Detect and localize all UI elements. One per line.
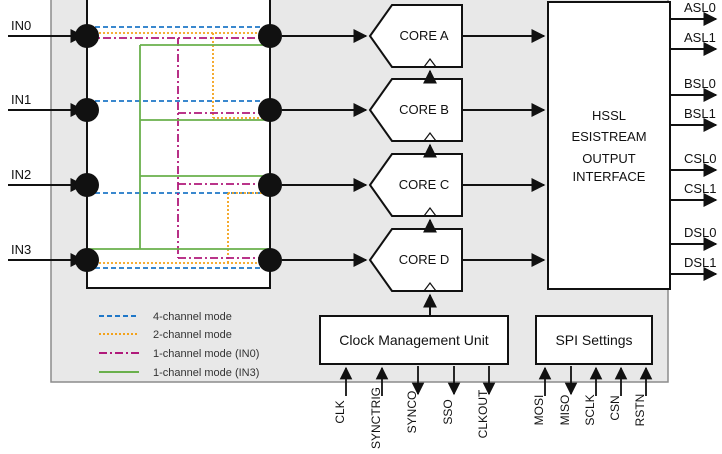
output-arrows	[670, 12, 718, 281]
pin-miso: MISO	[558, 395, 572, 426]
output-label-dsl0: DSL0	[684, 225, 717, 240]
core-a-label: CORE A	[399, 28, 448, 43]
spi-pin-arrows	[538, 366, 653, 396]
legend-label-1ch-in0: 1-channel mode (IN0)	[153, 348, 259, 360]
core-d: CORE D	[368, 228, 463, 292]
core-d-label: CORE D	[399, 252, 450, 267]
pin-synctrig: SYNCTRIG	[369, 387, 383, 449]
core-to-interface-arrows	[462, 29, 546, 267]
output-label-bsl1: BSL1	[684, 106, 716, 121]
pin-synco: SYNCO	[405, 391, 419, 434]
pin-csn: CSN	[608, 395, 622, 420]
input-label-in3: IN3	[11, 242, 31, 257]
legend-label-2ch: 2-channel mode	[153, 329, 232, 341]
clock-pin-arrows	[339, 366, 496, 396]
output-label-dsl1: DSL1	[684, 255, 717, 270]
routing-2-channel	[87, 32, 270, 264]
pin-rstn: RSTN	[633, 394, 647, 427]
junction-dots	[75, 24, 282, 272]
core-b-label: CORE B	[399, 102, 449, 117]
output-label-asl1: ASL1	[684, 30, 716, 45]
pin-sso: SSO	[441, 399, 455, 424]
routing-1-channel-in0	[87, 37, 270, 259]
output-label-bsl0: BSL0	[684, 76, 716, 91]
input-label-in1: IN1	[11, 92, 31, 107]
clock-management-unit	[319, 315, 509, 365]
interface-line-3: OUTPUT	[582, 151, 636, 166]
interface-line-2: ESISTREAM	[571, 129, 646, 144]
output-label-asl0: ASL0	[684, 0, 716, 15]
spi-settings-block	[535, 315, 653, 365]
routing-1-channel-in3	[87, 44, 270, 250]
core-a: CORE A	[368, 4, 463, 68]
input-label-in2: IN2	[11, 167, 31, 182]
output-label-csl1: CSL1	[684, 181, 717, 196]
core-c-label: CORE C	[399, 177, 450, 192]
clock-management-label: Clock Management Unit	[339, 332, 489, 348]
input-label-in0: IN0	[11, 18, 31, 33]
legend-label-1ch-in3: 1-channel mode (IN3)	[153, 367, 259, 379]
crossbar-to-core-arrows	[282, 29, 368, 267]
interface-line-4: INTERFACE	[573, 169, 646, 184]
input-crossbar	[86, 0, 271, 289]
hssl-interface-block	[547, 1, 671, 290]
input-arrows	[8, 29, 85, 267]
pin-mosi: MOSI	[532, 395, 546, 426]
pin-clk: CLK	[333, 400, 347, 423]
legend: 4-channel mode 2-channel mode 1-channel …	[99, 311, 259, 379]
interface-line-1: HSSL	[592, 108, 626, 123]
legend-label-4ch: 4-channel mode	[153, 311, 232, 323]
pin-clkout: CLKOUT	[476, 389, 490, 438]
output-label-csl0: CSL0	[684, 151, 717, 166]
spi-settings-label: SPI Settings	[555, 332, 632, 348]
pin-sclk: SCLK	[583, 394, 597, 425]
